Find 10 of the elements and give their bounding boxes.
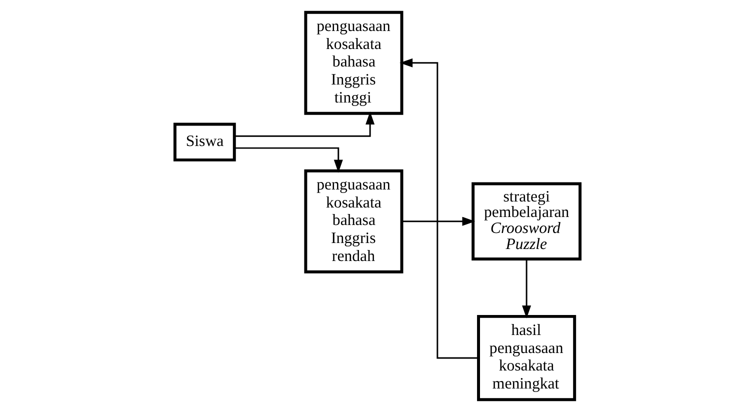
- arrow: [234, 112, 375, 137]
- arrow: [400, 58, 478, 359]
- node-box: penguasaan kosakata bahasa Inggris tinggi: [304, 10, 404, 115]
- node-box: penguasaan kosakata bahasa Inggris rendah: [304, 169, 404, 274]
- arrow: [522, 259, 532, 318]
- node-box: Siswa: [173, 122, 236, 162]
- arrow: [234, 147, 343, 173]
- node-box: hasil penguasaan kosakata meningkat: [477, 314, 576, 402]
- node-box: strategi pembelajaran Croosword Puzzle: [472, 182, 582, 260]
- arrow: [402, 216, 476, 226]
